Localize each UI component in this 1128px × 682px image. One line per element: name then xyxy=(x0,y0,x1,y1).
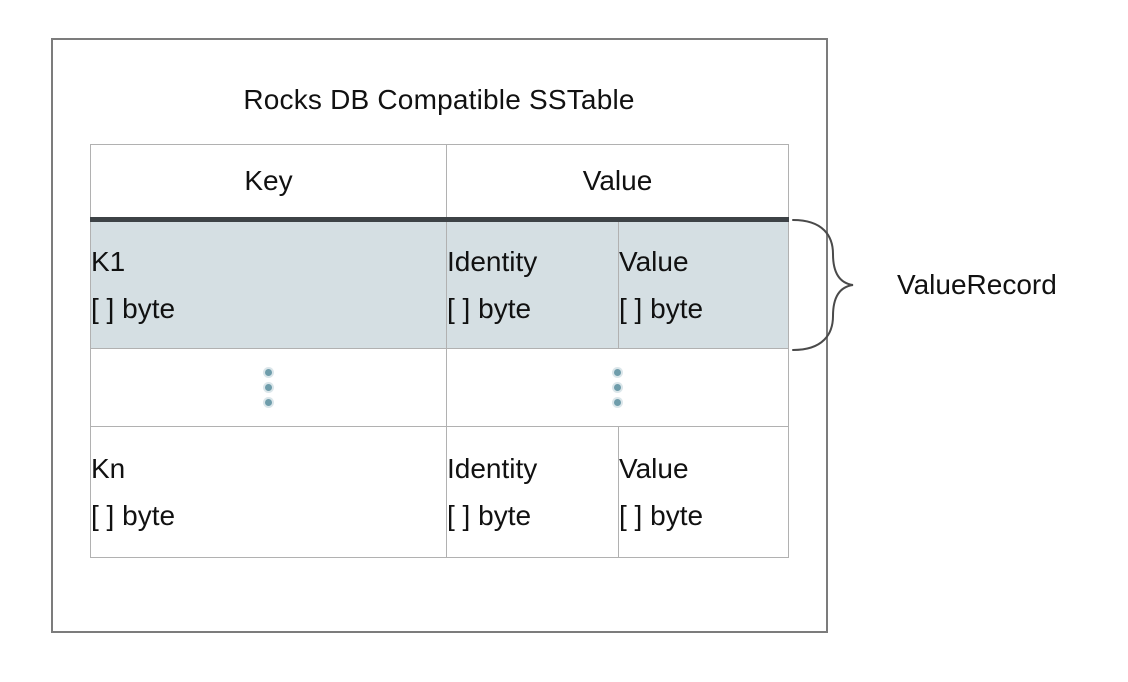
value-record-label: ValueRecord xyxy=(897,269,1057,300)
kn-value-type: [ ] byte xyxy=(619,500,704,531)
kn-identity-name: Identity xyxy=(447,453,538,484)
value-ellipsis-cell xyxy=(445,348,790,427)
ellipsis-dot xyxy=(614,384,621,391)
key-column-header: Key xyxy=(90,144,447,222)
kn-identity-cell: Identity [ ] byte xyxy=(446,426,619,558)
k1-identity-cell: Identity [ ] byte xyxy=(446,219,619,349)
k1-key-cell: K1 [ ] byte xyxy=(90,219,447,349)
header-row: Key Value xyxy=(90,144,790,222)
ellipsis-dot xyxy=(265,369,272,376)
diagram-title: Rocks DB Compatible SSTable xyxy=(243,84,635,115)
kn-key-type: [ ] byte xyxy=(91,500,176,531)
ellipsis-row xyxy=(90,348,790,427)
curly-brace-icon xyxy=(792,219,854,351)
ellipsis-dot xyxy=(614,369,621,376)
vertical-ellipsis-icon xyxy=(614,369,621,406)
k1-identity-type: [ ] byte xyxy=(447,293,532,324)
ellipsis-dot xyxy=(614,399,621,406)
table-row-kn: Kn [ ] byte Identity [ ] byte Value [ ] … xyxy=(90,426,790,558)
ellipsis-dot xyxy=(265,399,272,406)
kn-key-cell: Kn [ ] byte xyxy=(90,426,447,558)
sstable-table: Key Value K1 [ ] byte Identity [ ] byte … xyxy=(90,144,790,558)
k1-value-cell: Value [ ] byte xyxy=(617,219,790,349)
k1-value-type: [ ] byte xyxy=(619,293,704,324)
value-column-header: Value xyxy=(445,144,790,222)
kn-identity-type: [ ] byte xyxy=(447,500,532,531)
k1-key-name: K1 xyxy=(91,246,126,277)
k1-value-name: Value xyxy=(619,246,689,277)
key-ellipsis-cell xyxy=(90,348,447,427)
kn-value-name: Value xyxy=(619,453,689,484)
k1-key-type: [ ] byte xyxy=(91,293,176,324)
vertical-ellipsis-icon xyxy=(265,369,272,406)
ellipsis-dot xyxy=(265,384,272,391)
kn-key-name: Kn xyxy=(91,453,126,484)
kn-value-cell: Value [ ] byte xyxy=(617,426,790,558)
table-row-k1: K1 [ ] byte Identity [ ] byte Value [ ] … xyxy=(90,219,790,349)
k1-identity-name: Identity xyxy=(447,246,538,277)
